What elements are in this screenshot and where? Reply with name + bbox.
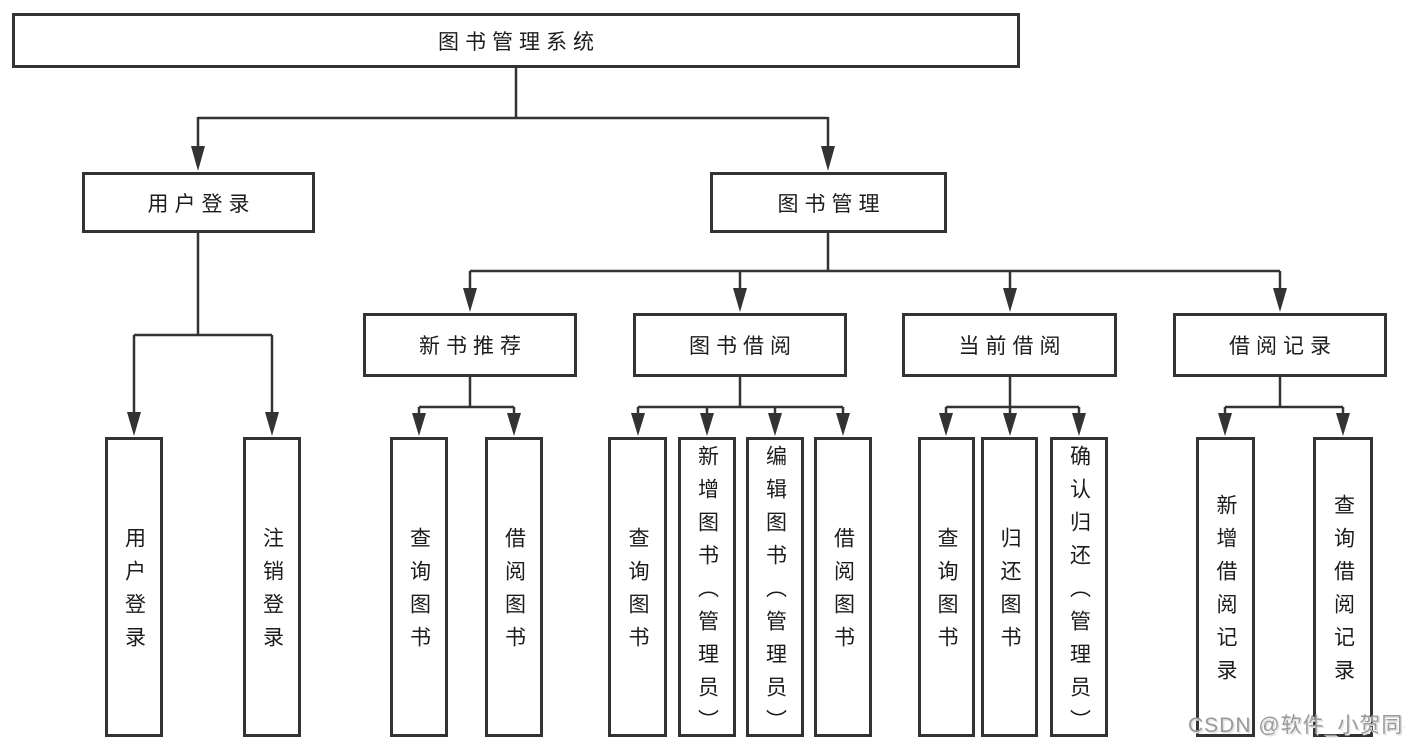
leaf-user-login: 用户登录 [105,437,163,737]
node-book-borrow-label: 图书借阅 [689,335,797,358]
leaf-query-book-3-label: 查询图书 [935,527,959,659]
node-user-login-label: 用户登录 [147,192,256,216]
leaf-edit-book-admin: 编辑图书（管理员） [746,437,804,742]
leaf-query-book-1: 查询图书 [390,437,448,737]
leaf-add-book-admin: 新增图书（管理员） [678,437,736,742]
leaf-confirm-return-label: 确认归还（管理员） [1067,444,1091,742]
leaf-query-book-2-label: 查询图书 [626,527,650,659]
node-borrow-records: 借阅记录 [1173,313,1387,377]
leaf-logout: 注销登录 [243,437,301,737]
leaf-borrow-book-2: 借阅图书 [814,437,872,737]
node-current-borrow-label: 当前借阅 [958,335,1067,358]
node-book-borrow: 图书借阅 [633,313,847,377]
node-new-book-rec: 新书推荐 [363,313,577,377]
leaf-edit-book-admin-label: 编辑图书（管理员） [763,444,787,742]
leaf-query-record-label: 查询借阅记录 [1331,494,1355,692]
leaf-query-book-2: 查询图书 [608,437,667,737]
leaf-query-book-1-label: 查询图书 [407,527,431,659]
leaf-add-record: 新增借阅记录 [1196,437,1255,737]
node-new-book-rec-label: 新书推荐 [419,335,527,358]
leaf-borrow-book-1: 借阅图书 [485,437,543,737]
leaf-borrow-book-1-label: 借阅图书 [502,527,526,659]
leaf-return-book-label: 归还图书 [998,527,1022,659]
node-current-borrow: 当前借阅 [902,313,1117,377]
leaf-borrow-book-2-label: 借阅图书 [831,527,855,659]
csdn-watermark: CSDN @软件_小贺同学 [1188,714,1405,737]
node-book-mgmt: 图书管理 [710,172,947,233]
leaf-confirm-return: 确认归还（管理员） [1050,437,1108,742]
node-root: 图书管理系统 [12,13,1020,68]
leaf-return-book: 归还图书 [981,437,1038,737]
leaf-logout-label: 注销登录 [260,527,284,659]
node-book-mgmt-label: 图书管理 [777,192,886,216]
leaf-query-record: 查询借阅记录 [1313,437,1373,737]
node-root-label: 图书管理系统 [438,30,600,54]
node-user-login: 用户登录 [82,172,315,233]
node-borrow-records-label: 借阅记录 [1229,335,1337,358]
leaf-add-book-admin-label: 新增图书（管理员） [695,444,719,742]
leaf-add-record-label: 新增借阅记录 [1214,494,1238,692]
leaf-query-book-3: 查询图书 [918,437,975,737]
leaf-user-login-label: 用户登录 [122,527,146,659]
